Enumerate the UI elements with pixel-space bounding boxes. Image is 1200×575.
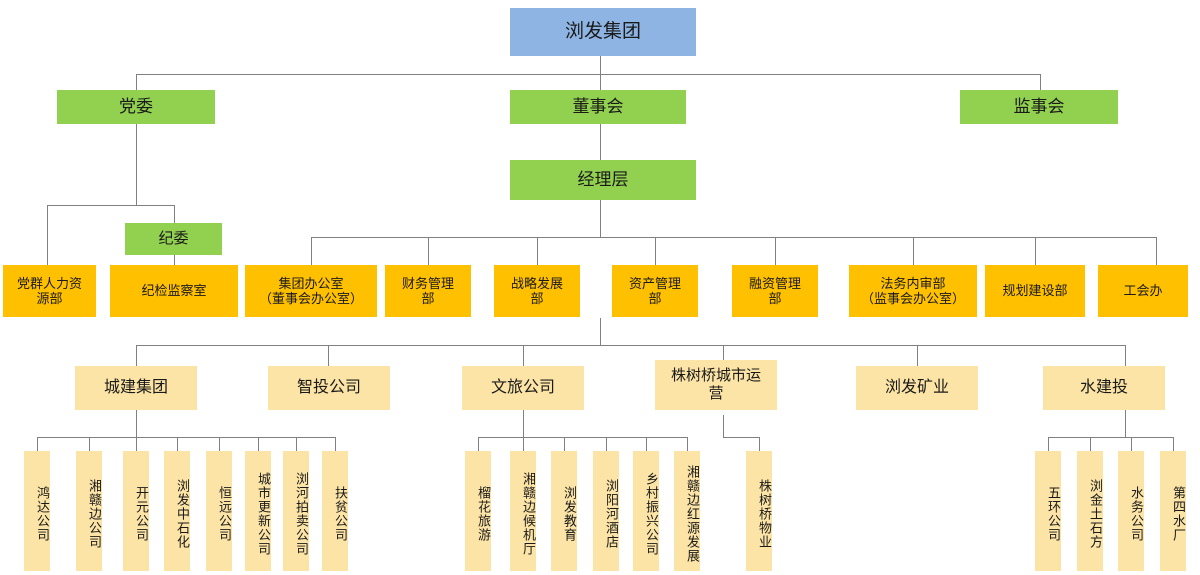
connector-dept-asset: [655, 237, 656, 265]
subsidiary-liufa-mining[interactable]: 浏发矿业: [856, 366, 978, 410]
leaf-rural-revitalization[interactable]: 乡村振兴公司: [633, 451, 659, 571]
connector-dept-planning: [1035, 237, 1036, 265]
dept-party-hr[interactable]: 党群人力资 源部: [3, 265, 96, 317]
leaf-kaiyuan[interactable]: 开元公司: [123, 451, 149, 571]
connector-root-down: [600, 56, 601, 74]
leaf-liuhua-tourism[interactable]: 榴花旅游: [465, 451, 491, 571]
leaf-water-affairs[interactable]: 水务公司: [1118, 451, 1144, 571]
connector-department-bus: [311, 237, 1156, 238]
leaf-xiangganbian-hongyuan[interactable]: 湘赣边红源发展: [674, 451, 700, 571]
connector-shuijiantou-bus: [1048, 437, 1173, 438]
connector-shuijiantou-c4: [1173, 437, 1174, 451]
leaf-xiangganbian-terminal[interactable]: 湘赣边候机厅: [510, 451, 536, 571]
connector-chengjian-c7: [296, 437, 297, 451]
connector-chengjian-c8: [335, 437, 336, 451]
connector-chengjian-c6: [258, 437, 259, 451]
connector-shuijiantou-c1: [1048, 437, 1049, 451]
subsidiary-zhushuqiao-urban[interactable]: 株树桥城市运 营: [655, 360, 777, 410]
connector-chengjian-c1: [37, 437, 38, 451]
connector-sub-wenlv: [523, 345, 524, 366]
connector-to-board: [600, 74, 601, 92]
connector-wenlv-c6: [687, 437, 688, 451]
connector-discipline-to-office: [174, 255, 175, 265]
connector-chengjian-bus: [37, 437, 335, 438]
node-root[interactable]: 浏发集团: [510, 8, 696, 56]
node-discipline-committee[interactable]: 纪委: [125, 223, 222, 255]
leaf-xiangganbian[interactable]: 湘赣边公司: [76, 451, 102, 571]
leaf-urban-renewal[interactable]: 城市更新公司: [245, 451, 271, 571]
node-supervisory-board[interactable]: 监事会: [960, 90, 1118, 124]
connector-shuijiantou-c2: [1090, 437, 1091, 451]
connector-chengjian-c4: [177, 437, 178, 451]
node-board-of-directors[interactable]: 董事会: [510, 90, 686, 124]
connector-dept-group-office: [311, 237, 312, 265]
connector-board-to-management: [600, 124, 601, 160]
connector-sub-kuangye: [917, 345, 918, 366]
dept-strategy[interactable]: 战略发展 部: [494, 265, 580, 317]
connector-wenlv-bus: [478, 437, 687, 438]
connector-sub-shuijiantou: [1125, 345, 1126, 366]
connector-wenlv-c5: [646, 437, 647, 451]
connector-chengjian-c2: [89, 437, 90, 451]
connector-dept-union: [1156, 237, 1157, 265]
connector-party-bus: [47, 205, 174, 206]
subsidiary-chengjian-group[interactable]: 城建集团: [75, 366, 197, 410]
leaf-liufa-education[interactable]: 浏发教育: [551, 451, 577, 571]
connector-zhushuqiao-c1: [759, 437, 760, 451]
connector-chengjian-c5: [219, 437, 220, 451]
leaf-liuhe-auction[interactable]: 浏河拍卖公司: [283, 451, 309, 571]
leaf-poverty-alleviation[interactable]: 扶贫公司: [322, 451, 348, 571]
connector-party-down: [136, 124, 137, 205]
dept-legal-audit[interactable]: 法务内审部 （监事会办公室）: [849, 265, 977, 317]
dept-group-office[interactable]: 集团办公室 （董事会办公室）: [245, 265, 377, 317]
dept-planning-construction[interactable]: 规划建设部: [985, 265, 1085, 317]
subsidiary-wenlv[interactable]: 文旅公司: [462, 366, 584, 410]
connector-level2-bus: [136, 74, 1041, 75]
leaf-fourth-water-plant[interactable]: 第四水厂: [1160, 451, 1186, 571]
node-management-layer[interactable]: 经理层: [510, 160, 696, 200]
leaf-liufa-sinopec[interactable]: 浏发中石化: [164, 451, 190, 571]
connector-chengjian-down: [136, 410, 137, 437]
connector-dept-strategy: [537, 237, 538, 265]
connector-sub-zhitou: [328, 345, 329, 366]
connector-dept-legal: [913, 237, 914, 265]
leaf-wuhuan[interactable]: 五环公司: [1035, 451, 1061, 571]
connector-subsidiary-bus: [136, 345, 1125, 346]
leaf-liuyanghe-hotel[interactable]: 浏阳河酒店: [593, 451, 619, 571]
connector-sub-zhushuqiao: [723, 345, 724, 366]
connector-party-to-discipline: [174, 205, 175, 223]
dept-asset-management[interactable]: 资产管理 部: [612, 265, 698, 317]
connector-wenlv-down: [523, 410, 524, 437]
dept-finance[interactable]: 财务管理 部: [385, 265, 471, 317]
leaf-hengyuan[interactable]: 恒远公司: [206, 451, 232, 571]
connector-to-party-committee: [136, 74, 137, 92]
dept-discipline-inspection[interactable]: 纪检监察室: [110, 265, 238, 317]
connector-zhushuqiao-down: [723, 415, 724, 437]
connector-management-to-subsidiaries: [600, 318, 601, 345]
connector-wenlv-c1: [478, 437, 479, 451]
connector-dept-financing: [775, 237, 776, 265]
connector-zhushuqiao-bus: [723, 437, 759, 438]
leaf-liujin-earthwork[interactable]: 浏金土石方: [1077, 451, 1103, 571]
leaf-zhushuqiao-property[interactable]: 株树桥物业: [746, 451, 772, 571]
connector-chengjian-c3: [136, 437, 137, 451]
subsidiary-zhitou[interactable]: 智投公司: [268, 366, 390, 410]
connector-shuijiantou-down: [1125, 410, 1126, 437]
connector-wenlv-c4: [606, 437, 607, 451]
node-party-committee[interactable]: 党委: [57, 90, 215, 124]
dept-financing[interactable]: 融资管理 部: [732, 265, 818, 317]
connector-wenlv-c3: [564, 437, 565, 451]
connector-management-down: [600, 200, 601, 237]
subsidiary-shuijiantou[interactable]: 水建投: [1043, 366, 1165, 410]
leaf-hongda[interactable]: 鸿达公司: [24, 451, 50, 571]
connector-sub-chengjian: [136, 345, 137, 366]
dept-labor-union[interactable]: 工会办: [1098, 265, 1188, 317]
connector-wenlv-c2: [523, 437, 524, 451]
connector-to-supervisory-board: [1040, 74, 1041, 92]
connector-dept-finance: [428, 237, 429, 265]
connector-party-to-hr: [47, 205, 48, 265]
connector-shuijiantou-c3: [1131, 437, 1132, 451]
